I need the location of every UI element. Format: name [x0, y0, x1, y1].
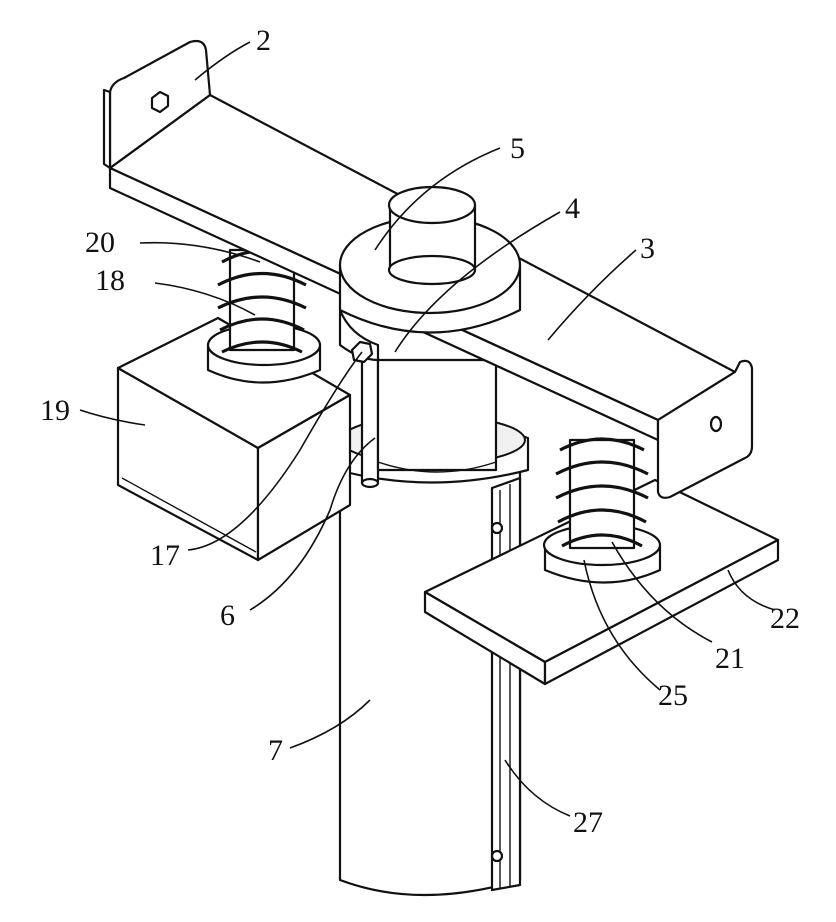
label-2: 2 — [256, 24, 271, 57]
guide-rail-27 — [492, 478, 520, 890]
label-18: 18 — [95, 264, 125, 297]
screw-upper — [492, 523, 502, 533]
shaft-6 — [362, 358, 378, 487]
bolt-head — [152, 92, 168, 112]
label-25: 25 — [658, 679, 688, 712]
label-27: 27 — [573, 806, 603, 839]
label-5: 5 — [510, 132, 525, 165]
bracket-hole — [711, 417, 721, 431]
label-7: 7 — [268, 734, 283, 767]
label-3: 3 — [640, 232, 655, 265]
label-4: 4 — [565, 192, 580, 225]
label-20: 20 — [85, 226, 115, 259]
screw-lower — [492, 851, 502, 861]
label-21: 21 — [715, 642, 745, 675]
label-19: 19 — [40, 394, 70, 427]
hub-4 — [378, 360, 496, 472]
label-6: 6 — [220, 599, 235, 632]
label-17: 17 — [150, 539, 180, 572]
label-22: 22 — [770, 602, 800, 635]
